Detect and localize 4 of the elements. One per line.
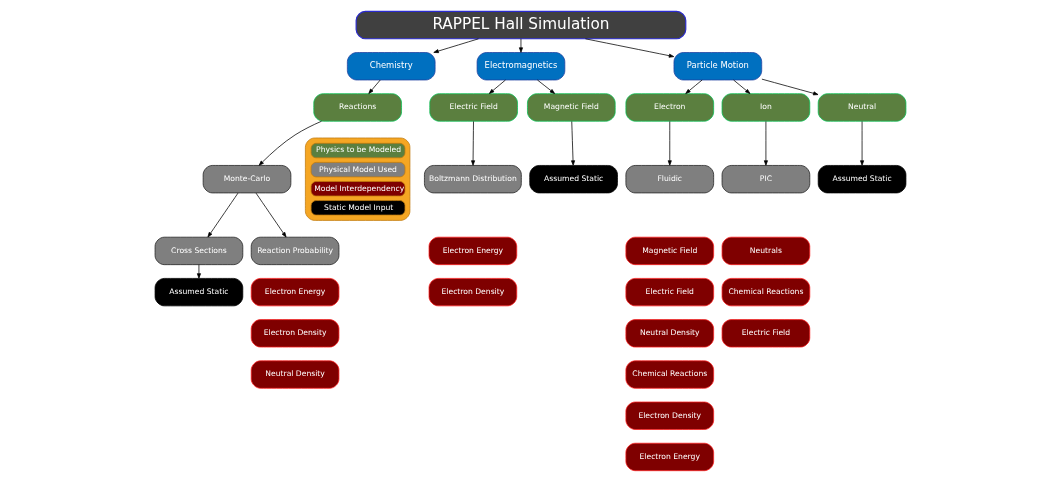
legend-label: Physics to be Modeled (315, 145, 401, 155)
legend-label: Static Model Input (323, 202, 393, 212)
legend-label: Model Interdependency (313, 183, 404, 193)
legend-label: Physical Model Used (318, 164, 397, 174)
